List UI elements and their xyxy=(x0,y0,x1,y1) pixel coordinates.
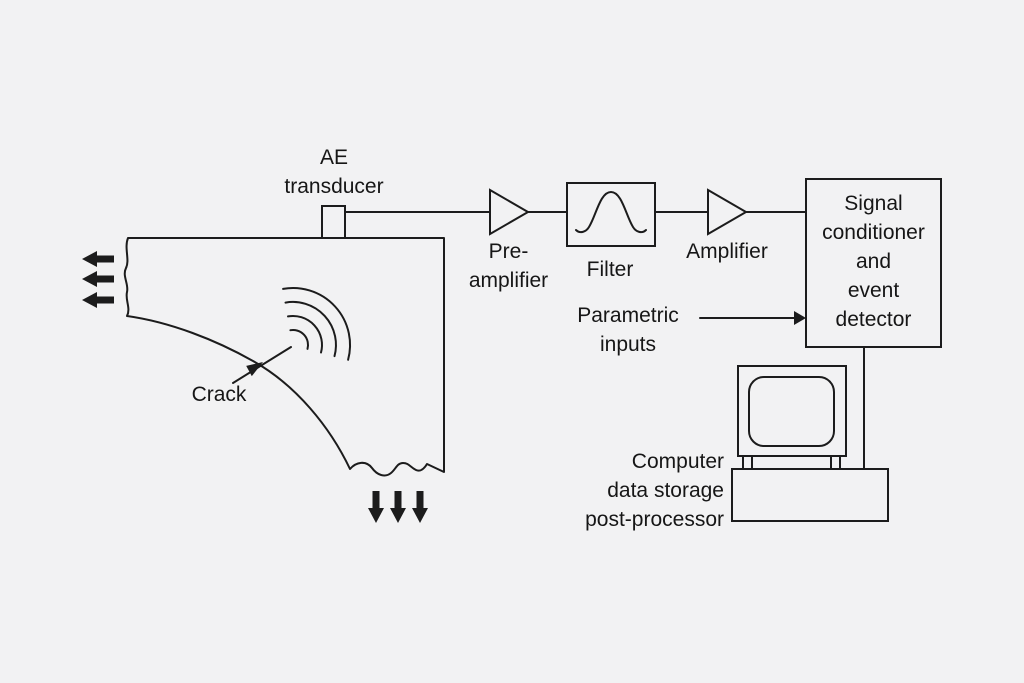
computer-label: Computer data storage post-processor xyxy=(585,450,724,531)
parametric-inputs-arrow xyxy=(699,311,806,325)
signal-conditioner-box xyxy=(805,178,942,348)
wave-arc-1 xyxy=(289,328,309,350)
amplifier-triangle xyxy=(707,188,748,236)
crack-pointer-line xyxy=(232,346,292,384)
computer-screen xyxy=(748,376,835,447)
signal-conditioner-label: Signal conditioner and event detector xyxy=(822,192,925,331)
crack-wave-arcs xyxy=(282,287,351,361)
filter-label: Filter xyxy=(586,258,634,281)
filter-block xyxy=(566,182,656,247)
load-arrow-left-1 xyxy=(82,251,114,267)
computer-base xyxy=(731,468,889,522)
signal-wires xyxy=(344,211,865,470)
parametric-arrowhead xyxy=(794,311,806,325)
load-arrow-down-2 xyxy=(390,491,406,523)
filter-box xyxy=(566,182,656,247)
ae-transducer-shape xyxy=(321,205,346,239)
ae-transducer-label: AE transducer xyxy=(284,146,384,198)
crack-pointer xyxy=(232,346,292,384)
load-arrow-left-2 xyxy=(82,271,114,287)
wave-arc-3 xyxy=(284,300,337,358)
preamplifier-triangle xyxy=(489,188,530,236)
filter-response-curve xyxy=(575,191,647,234)
crack-pointer-arrowhead xyxy=(246,362,263,377)
computer-stand-left xyxy=(742,455,753,470)
computer-shape xyxy=(731,365,889,522)
wave-arc-4 xyxy=(282,287,351,361)
crack-label: Crack xyxy=(191,383,247,406)
computer-monitor xyxy=(737,365,847,457)
load-arrows-left xyxy=(82,251,114,308)
specimen-outline xyxy=(123,237,445,477)
load-arrows-bottom xyxy=(368,491,428,523)
wave-arc-2 xyxy=(287,314,323,354)
parametric-inputs-label: Parametric inputs xyxy=(577,304,679,356)
preamplifier-label: Pre- amplifier xyxy=(468,240,549,292)
load-arrow-down-3 xyxy=(412,491,428,523)
load-arrow-down-1 xyxy=(368,491,384,523)
amplifier-label: Amplifier xyxy=(686,240,768,263)
load-arrow-left-3 xyxy=(82,292,114,308)
computer-stand-right xyxy=(830,455,841,470)
